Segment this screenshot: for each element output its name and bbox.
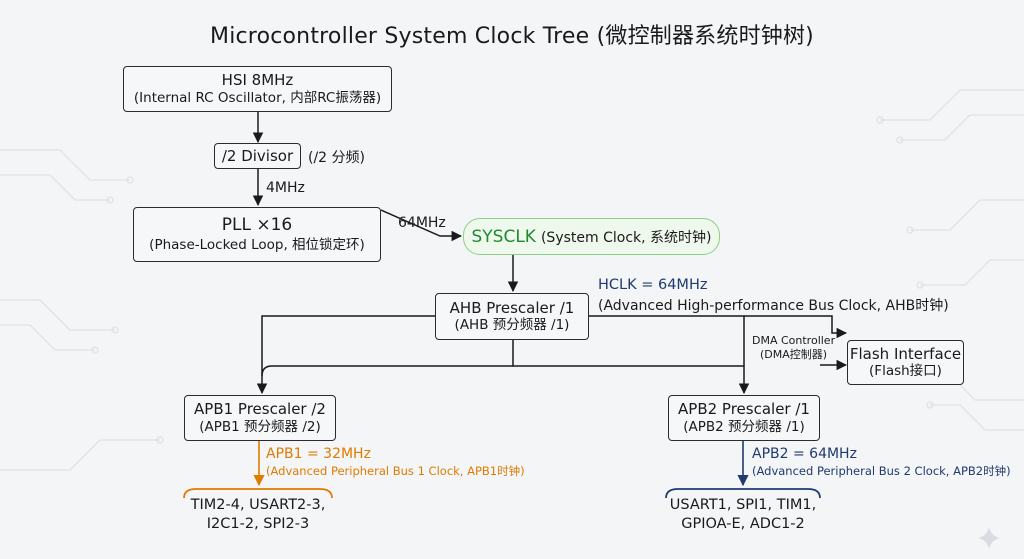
divisor-node: /2 Divisor bbox=[214, 143, 301, 169]
hclk-label: HCLK = 64MHz bbox=[598, 277, 708, 293]
flash-subtitle: (Flash接口) bbox=[869, 363, 942, 380]
apb2-peripherals-line1: USART1, SPI1, TIM1, bbox=[669, 497, 817, 513]
ahb-prescaler-node: AHB Prescaler /1 (AHB 预分频器 /1) bbox=[435, 293, 589, 340]
pll-title: PLL ×16 bbox=[221, 215, 293, 236]
hsi-title: HSI 8MHz bbox=[221, 71, 294, 90]
apb2-prescaler-node: APB2 Prescaler /1 (APB2 预分频器 /1) bbox=[668, 395, 820, 441]
sysclk-label: SYSCLK bbox=[471, 226, 536, 247]
divisor-output-label: 4MHz bbox=[266, 180, 305, 196]
sparkle-icon bbox=[978, 527, 1000, 549]
apb2-peripherals: USART1, SPI1, TIM1, GPIOA-E, ADC1-2 bbox=[652, 496, 834, 534]
hsi-subtitle: (Internal RC Oscillator, 内部RC振荡器) bbox=[133, 89, 382, 106]
ahb-subtitle: (AHB 预分频器 /1) bbox=[454, 317, 570, 334]
apb1-peripherals-brace bbox=[183, 488, 333, 499]
flash-title: Flash Interface bbox=[849, 344, 962, 363]
apb1-clock-description: (Advanced Peripheral Bus 1 Clock, APB1时钟… bbox=[266, 464, 525, 478]
pll-output-label: 64MHz bbox=[398, 215, 446, 231]
apb2-peripherals-line2: GPIOA-E, ADC1-2 bbox=[681, 515, 805, 532]
diagram-title: Microcontroller System Clock Tree (微控制器系… bbox=[210, 24, 814, 49]
apb2-title: APB2 Prescaler /1 bbox=[678, 400, 810, 419]
flash-interface-node: Flash Interface (Flash接口) bbox=[847, 340, 964, 385]
apb1-title: APB1 Prescaler /2 bbox=[194, 400, 326, 419]
hsi-oscillator-node: HSI 8MHz (Internal RC Oscillator, 内部RC振荡… bbox=[123, 66, 392, 112]
pll-subtitle: (Phase-Locked Loop, 相位锁定环) bbox=[149, 236, 365, 253]
dma-title: DMA Controller bbox=[752, 334, 836, 347]
dma-controller-label: DMA Controller (DMA控制器) bbox=[752, 334, 835, 363]
apb2-peripherals-brace bbox=[665, 488, 821, 499]
sysclk-node: SYSCLK (System Clock, 系统时钟) bbox=[463, 218, 720, 255]
arrow-ahb-to-apb2 bbox=[512, 340, 750, 395]
apb1-subtitle: (APB1 预分频器 /2) bbox=[199, 418, 321, 435]
apb2-subtitle: (APB2 预分频器 /1) bbox=[683, 418, 805, 435]
apb1-peripherals-line2: I2C1-2, SPI2-3 bbox=[206, 515, 310, 532]
arrow-ahb-flash-top bbox=[744, 315, 848, 339]
divisor-label: /2 Divisor bbox=[221, 146, 294, 165]
apb2-clock-label: APB2 = 64MHz bbox=[752, 446, 857, 462]
arrow-ahb-to-flash bbox=[589, 315, 745, 366]
sysclk-note: (System Clock, 系统时钟) bbox=[540, 229, 712, 246]
line-ahb-apb1-merge bbox=[261, 365, 513, 377]
ahb-title: AHB Prescaler /1 bbox=[449, 298, 575, 317]
apb2-clock-description: (Advanced Peripheral Bus 2 Clock, APB2时钟… bbox=[752, 464, 1011, 478]
pll-node: PLL ×16 (Phase-Locked Loop, 相位锁定环) bbox=[133, 207, 381, 262]
divisor-note: (/2 分频) bbox=[308, 150, 365, 166]
apb1-clock-label: APB1 = 32MHz bbox=[266, 446, 371, 462]
circuit-trace-decoration bbox=[0, 89, 1024, 471]
arrow-pll-to-sysclk bbox=[380, 209, 463, 242]
apb1-peripherals-line1: TIM2-4, USART2-3, bbox=[190, 497, 326, 513]
apb1-prescaler-node: APB1 Prescaler /2 (APB1 预分频器 /2) bbox=[184, 395, 336, 441]
apb1-peripherals: TIM2-4, USART2-3, I2C1-2, SPI2-3 bbox=[170, 496, 346, 534]
arrow-ahb-to-apb1 bbox=[256, 315, 435, 395]
hclk-description: (Advanced High-performance Bus Clock, AH… bbox=[598, 298, 949, 314]
dma-subtitle: (DMA控制器) bbox=[760, 348, 828, 362]
